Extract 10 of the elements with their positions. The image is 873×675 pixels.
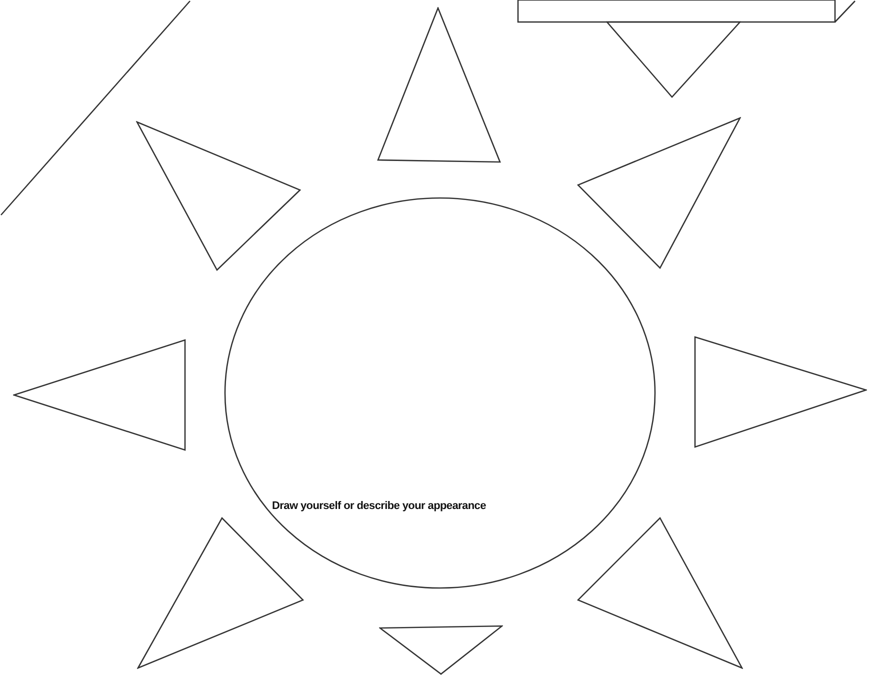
triangle-shape xyxy=(694,336,867,448)
triangle-shape xyxy=(13,339,186,451)
triangle-shape xyxy=(377,7,501,163)
triangle-shape xyxy=(606,21,741,98)
triangle-shape xyxy=(577,517,743,669)
triangle-shape xyxy=(136,121,301,271)
triangle-shape xyxy=(577,117,741,269)
triangle-shape xyxy=(137,517,304,669)
prompt-text: Draw yourself or describe your appearance xyxy=(272,499,486,514)
triangle-shape xyxy=(379,625,503,675)
